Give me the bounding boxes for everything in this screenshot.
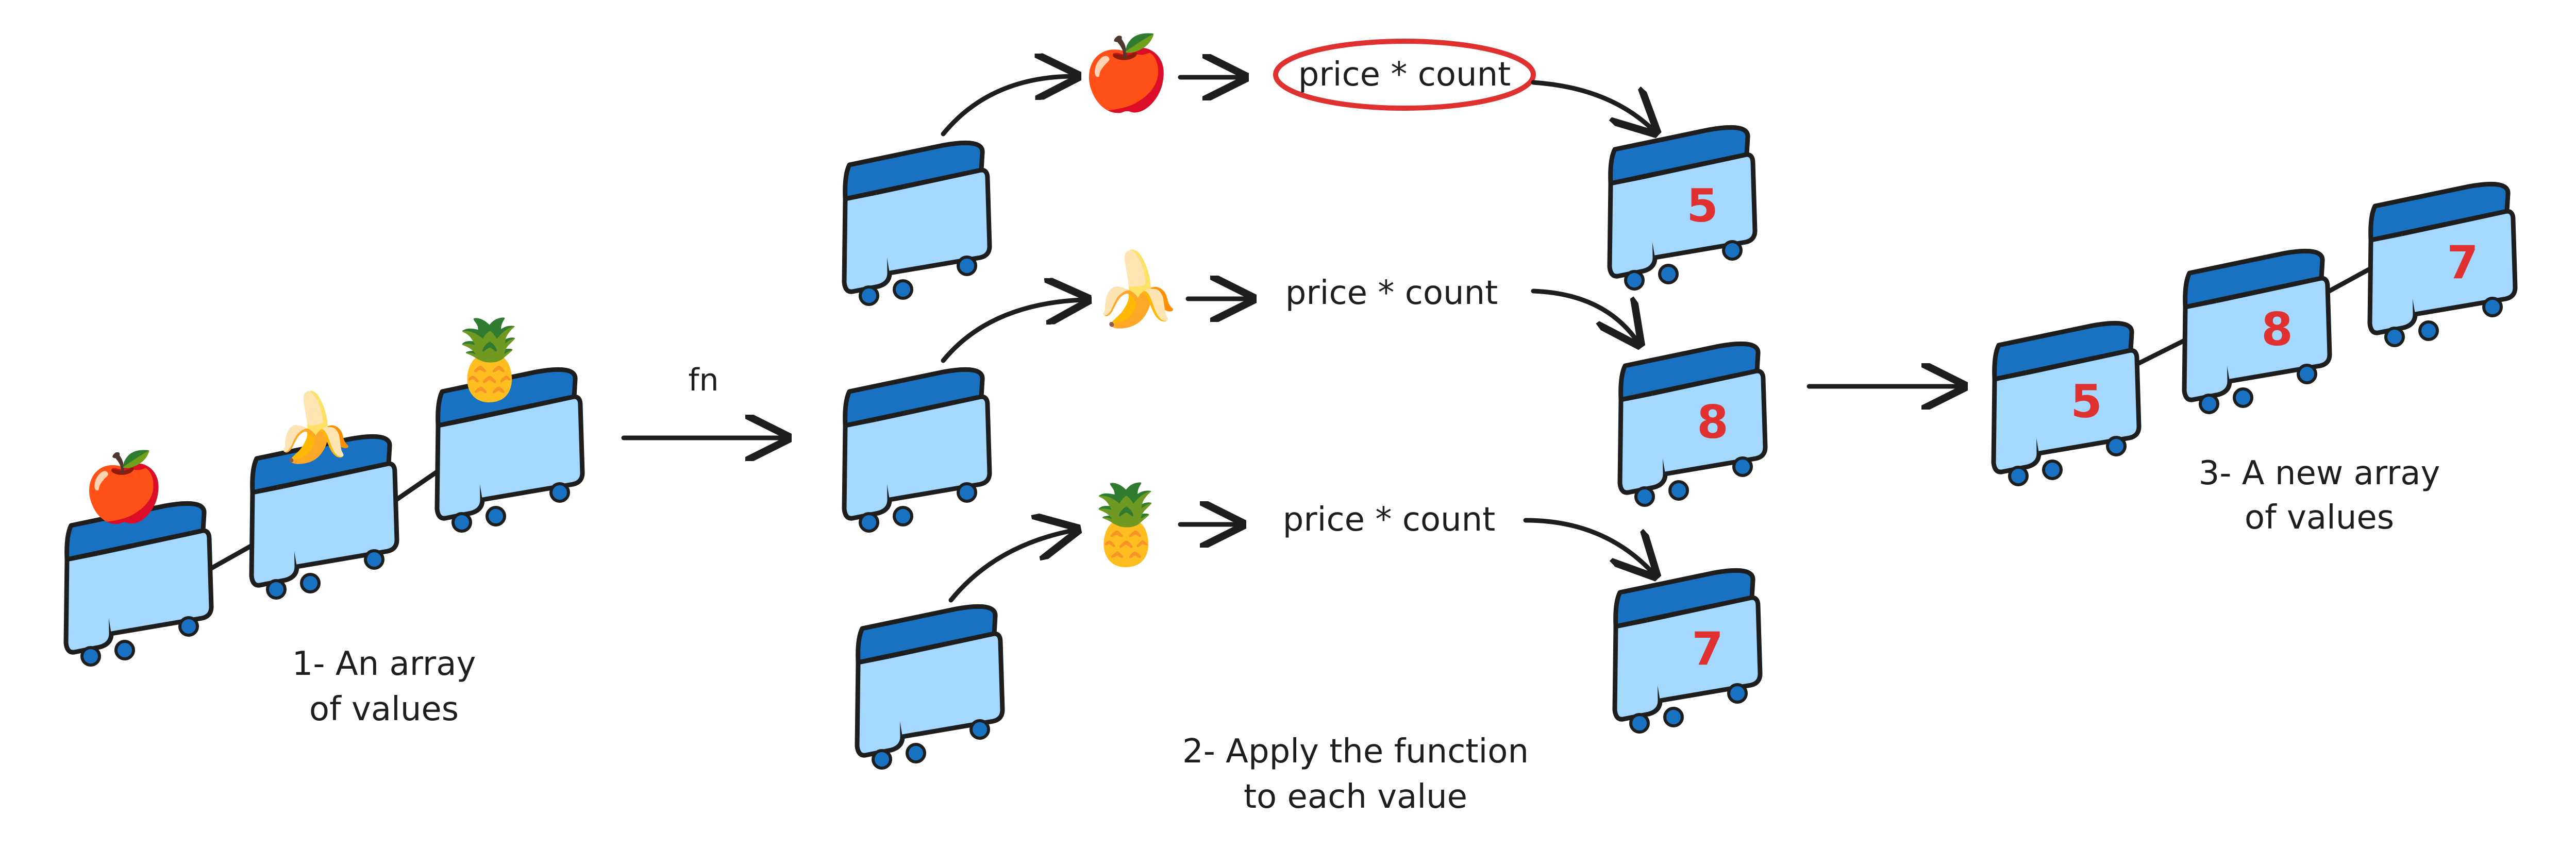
step3-label-line2: of values (2245, 499, 2394, 537)
output-cart: 7 (2370, 184, 2515, 346)
banana-icon: 🍌 (273, 388, 356, 467)
output-value: 8 (2261, 303, 2293, 356)
apple-icon: 🍎 (1081, 30, 1171, 115)
step1-label-line1: 1- An array (292, 645, 476, 683)
mapping-expression: price * count (1283, 501, 1496, 539)
output-cart: 8 (2184, 251, 2330, 413)
mapping-expression: price * count (1285, 274, 1498, 312)
output-value: 7 (2447, 236, 2478, 289)
input-cart-banana: 🍌 (252, 388, 397, 598)
mapping-expression: price * count (1298, 56, 1511, 94)
pineapple-icon: 🍍 (442, 315, 538, 405)
output-array: 5 8 7 3- A new array of values (1994, 184, 2515, 537)
input-array: 🍎 🍌 🍍 1- An array of values (66, 315, 582, 728)
fn-label: fn (688, 362, 718, 398)
step3-label-line1: 3- A new array (2199, 454, 2440, 492)
mapping-row-banana: 🍌 price * count 8 (844, 248, 1765, 531)
step1-label-line2: of values (309, 690, 459, 728)
input-cart-pineapple: 🍍 (437, 315, 582, 531)
fn-arrow: fn (621, 362, 782, 438)
mapping-result: 5 (1686, 179, 1718, 232)
step2-label-line1: 2- Apply the function (1182, 733, 1529, 771)
output-cart: 5 (1994, 323, 2139, 485)
input-cart-apple: 🍎 (66, 447, 211, 665)
mapping-row-apple: 🍎 price * count 5 (844, 30, 1755, 304)
output-value: 5 (2070, 375, 2102, 428)
pineapple-icon: 🍍 (1078, 480, 1175, 570)
mapping-result: 7 (1692, 622, 1723, 675)
banana-icon: 🍌 (1092, 248, 1181, 332)
mapping-row-pineapple: 🍍 price * count 7 (857, 480, 1760, 768)
mapping-result: 8 (1697, 396, 1728, 449)
step2-label-line2: to each value (1244, 778, 1467, 816)
apple-icon: 🍎 (82, 447, 165, 526)
highlight-circle (1273, 39, 1536, 111)
